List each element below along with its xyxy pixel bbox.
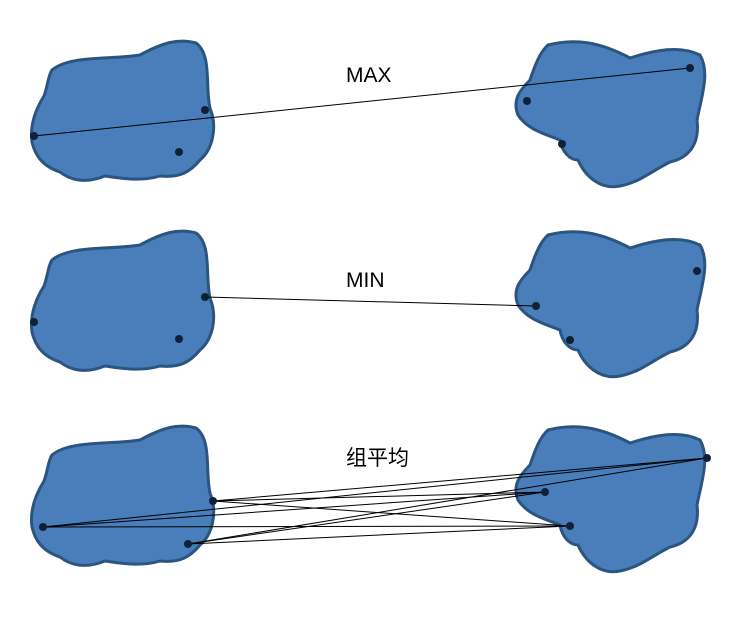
data-point	[566, 336, 574, 344]
data-point	[201, 293, 209, 301]
data-point	[703, 454, 711, 462]
max-link-line	[33, 67, 691, 137]
data-point	[693, 267, 701, 275]
average-link-line	[42, 491, 546, 528]
data-point	[175, 335, 183, 343]
min-link-line	[204, 296, 537, 307]
data-point	[39, 523, 47, 531]
average-link-line	[212, 457, 708, 502]
data-point	[686, 64, 694, 72]
data-point	[209, 497, 217, 505]
points-right-avg	[541, 454, 711, 530]
data-point	[532, 302, 540, 310]
panel-min: MIN	[30, 229, 707, 379]
data-point	[566, 522, 574, 530]
cluster-right-min	[514, 230, 707, 379]
cluster-right-avg	[514, 425, 707, 574]
cluster-left-max	[30, 39, 216, 182]
cluster-right-max	[514, 40, 707, 189]
average-link-line	[212, 491, 546, 502]
average-link-line	[187, 525, 571, 545]
panel-max: MAX	[30, 39, 707, 189]
label-min: MIN	[346, 269, 385, 292]
data-point	[175, 148, 183, 156]
data-point	[184, 540, 192, 548]
label-group-average: 组平均	[346, 446, 409, 470]
data-point	[201, 106, 209, 114]
points-right-min	[532, 267, 701, 344]
points-right-max	[523, 64, 694, 148]
points-left-max	[30, 106, 209, 156]
data-point	[558, 140, 566, 148]
data-point	[30, 318, 38, 326]
average-link-line	[212, 500, 571, 527]
points-left-avg	[39, 497, 217, 548]
data-point	[541, 488, 549, 496]
data-point	[523, 97, 531, 105]
average-link-line	[187, 457, 708, 545]
average-link-line	[187, 491, 546, 545]
average-link-lines	[42, 457, 708, 545]
data-point	[30, 132, 38, 140]
label-max: MAX	[346, 64, 392, 87]
points-left-min	[30, 293, 209, 343]
cluster-left-min	[30, 229, 216, 372]
average-link-line	[42, 457, 708, 528]
panel-group-average: 组平均	[30, 424, 711, 574]
